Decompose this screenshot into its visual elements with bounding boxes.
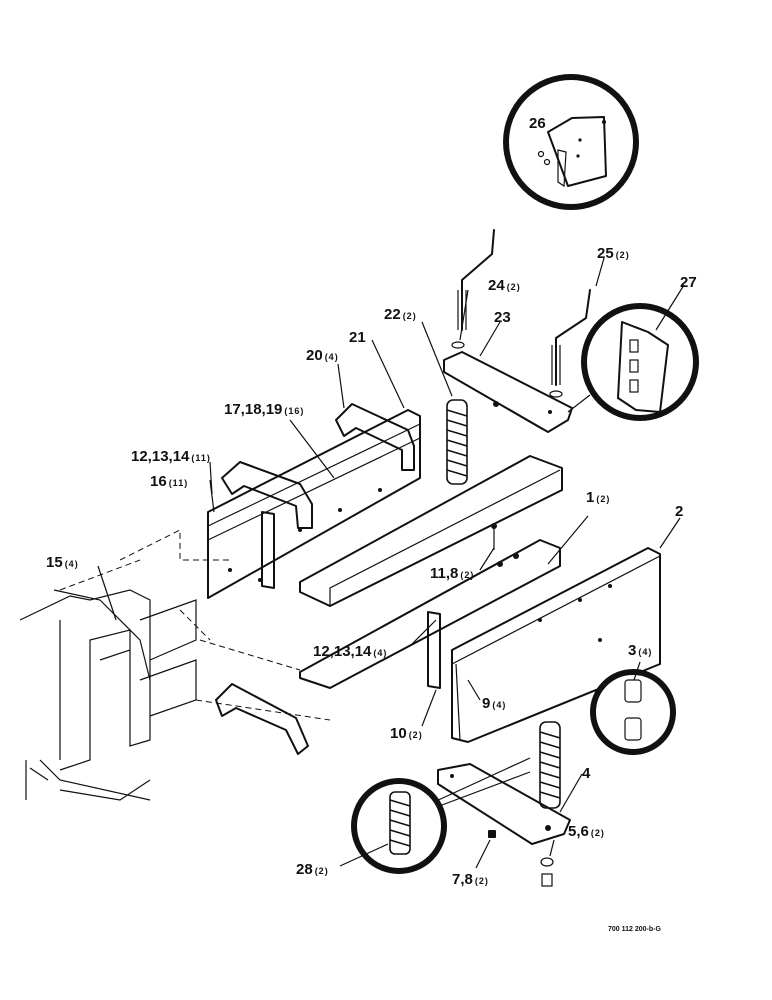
rod-left: [451, 229, 495, 349]
spring-lower: [539, 721, 561, 809]
side-panel-2: [451, 547, 661, 743]
handle-20-lower: [221, 461, 313, 529]
document-id: 700 112 200-b-G: [608, 926, 661, 933]
nut-7-8: [488, 830, 496, 838]
label-5-6: 5,6(2): [568, 823, 605, 840]
label-2: 2: [675, 503, 683, 520]
label-1: 1(2): [586, 489, 610, 506]
label-11-8: 11,8(2): [430, 565, 474, 582]
label-23: 23: [494, 309, 511, 326]
part-labels: 26 25(2) 27 24(2) 22(2) 23 20(4) 21 17,1…: [46, 115, 697, 888]
bolt-5-6: [540, 857, 554, 887]
label-15: 15(4): [46, 554, 79, 571]
lower-spring-bracket-4: [437, 763, 571, 845]
label-28: 28(2): [296, 861, 329, 878]
detail-3-callout: [590, 669, 676, 755]
channel-1-upper: [299, 455, 563, 607]
upper-spring-bracket-23: [443, 351, 573, 433]
label-12-13-14-upper: 12,13,14(11): [131, 448, 211, 465]
strap-10: [427, 611, 441, 689]
label-12-13-14-lower: 12,13,14(4): [313, 643, 387, 660]
frame-strap: [261, 511, 275, 589]
detail-27-callout: [567, 303, 699, 421]
label-20: 20(4): [306, 347, 339, 364]
label-21: 21: [349, 329, 366, 346]
label-10: 10(2): [390, 725, 423, 742]
handle-loose: [215, 683, 309, 755]
label-24: 24(2): [488, 277, 521, 294]
machine-frame-15: [19, 529, 331, 801]
label-26: 26: [529, 115, 546, 132]
label-9: 9(4): [482, 695, 506, 712]
detail-26-callout: [503, 74, 639, 210]
label-7-8: 7,8(2): [452, 871, 489, 888]
label-3: 3(4): [628, 642, 652, 659]
spring-22: [446, 399, 468, 485]
detail-28-callout: [351, 757, 531, 874]
handle-20-upper: [335, 403, 415, 471]
leader-lines: [97, 257, 685, 869]
label-25: 25(2): [597, 245, 630, 262]
label-4: 4: [582, 765, 591, 782]
channel-1-lower: [299, 539, 561, 689]
rod-right: [549, 289, 591, 398]
label-27: 27: [680, 274, 697, 291]
label-16: 16(11): [150, 473, 188, 490]
bolt-11-8: [491, 523, 497, 550]
label-17-18-19: 17,18,19(16): [224, 401, 304, 418]
label-22: 22(2): [384, 306, 417, 323]
